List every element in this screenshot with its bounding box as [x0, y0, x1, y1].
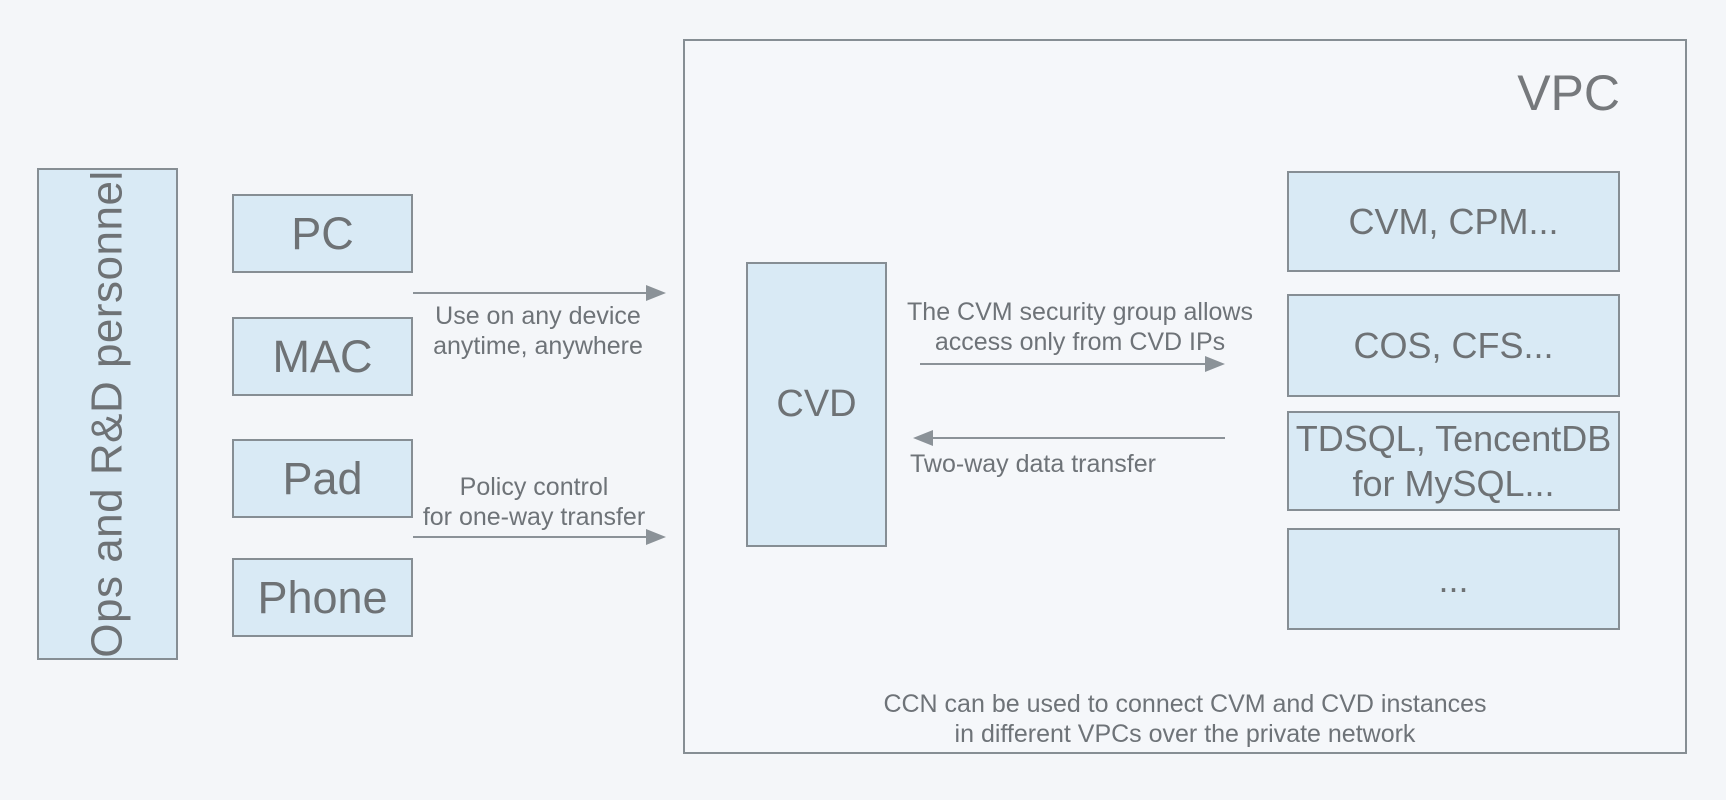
- flow-label-policy-control: Policy control for one-way transfer: [422, 473, 646, 531]
- arrow-head-right-icon: [1205, 356, 1225, 372]
- ops-personnel-label: Ops and R&D personnel: [82, 170, 132, 658]
- arrow-head-right-icon: [646, 529, 666, 545]
- arrow-line-policy-control: [413, 536, 646, 538]
- service-label-cvm-cpm: CVM, CPM...: [1348, 201, 1559, 242]
- service-label-tdsql: TDSQL, TencentDB for MySQL...: [1295, 418, 1612, 504]
- arrow-line-two-way: [933, 437, 1225, 439]
- flow-label-use-anywhere: Use on any device anytime, anywhere: [433, 302, 643, 360]
- service-box-cvm-cpm: CVM, CPM...: [1287, 171, 1620, 272]
- device-label-pc: PC: [291, 207, 354, 259]
- device-box-phone: Phone: [232, 558, 413, 637]
- service-box-tdsql: TDSQL, TencentDB for MySQL...: [1287, 411, 1620, 511]
- cvd-label: CVD: [776, 383, 857, 425]
- ops-personnel-box: Ops and R&D personnel: [37, 168, 178, 660]
- device-box-mac: MAC: [232, 317, 413, 396]
- arrow-line-use-anywhere: [413, 292, 646, 294]
- service-label-more: ...: [1438, 558, 1469, 600]
- flow-label-two-way: Two-way data transfer: [910, 450, 1156, 478]
- device-label-pad: Pad: [282, 452, 363, 504]
- device-box-pad: Pad: [232, 439, 413, 518]
- ccn-note: CCN can be used to connect CVM and CVD i…: [883, 690, 1487, 748]
- arrow-head-left-icon: [913, 430, 933, 446]
- arrow-line-security-group: [920, 363, 1205, 365]
- cvd-box: CVD: [746, 262, 887, 547]
- flow-label-security-group: The CVM security group allows access onl…: [907, 298, 1253, 356]
- device-label-mac: MAC: [272, 330, 373, 382]
- device-box-pc: PC: [232, 194, 413, 273]
- arrow-head-right-icon: [646, 285, 666, 301]
- service-box-more: ...: [1287, 528, 1620, 630]
- device-label-phone: Phone: [257, 571, 388, 623]
- service-label-cos-cfs: COS, CFS...: [1353, 325, 1554, 366]
- vpc-label: VPC: [1517, 65, 1620, 121]
- service-box-cos-cfs: COS, CFS...: [1287, 294, 1620, 397]
